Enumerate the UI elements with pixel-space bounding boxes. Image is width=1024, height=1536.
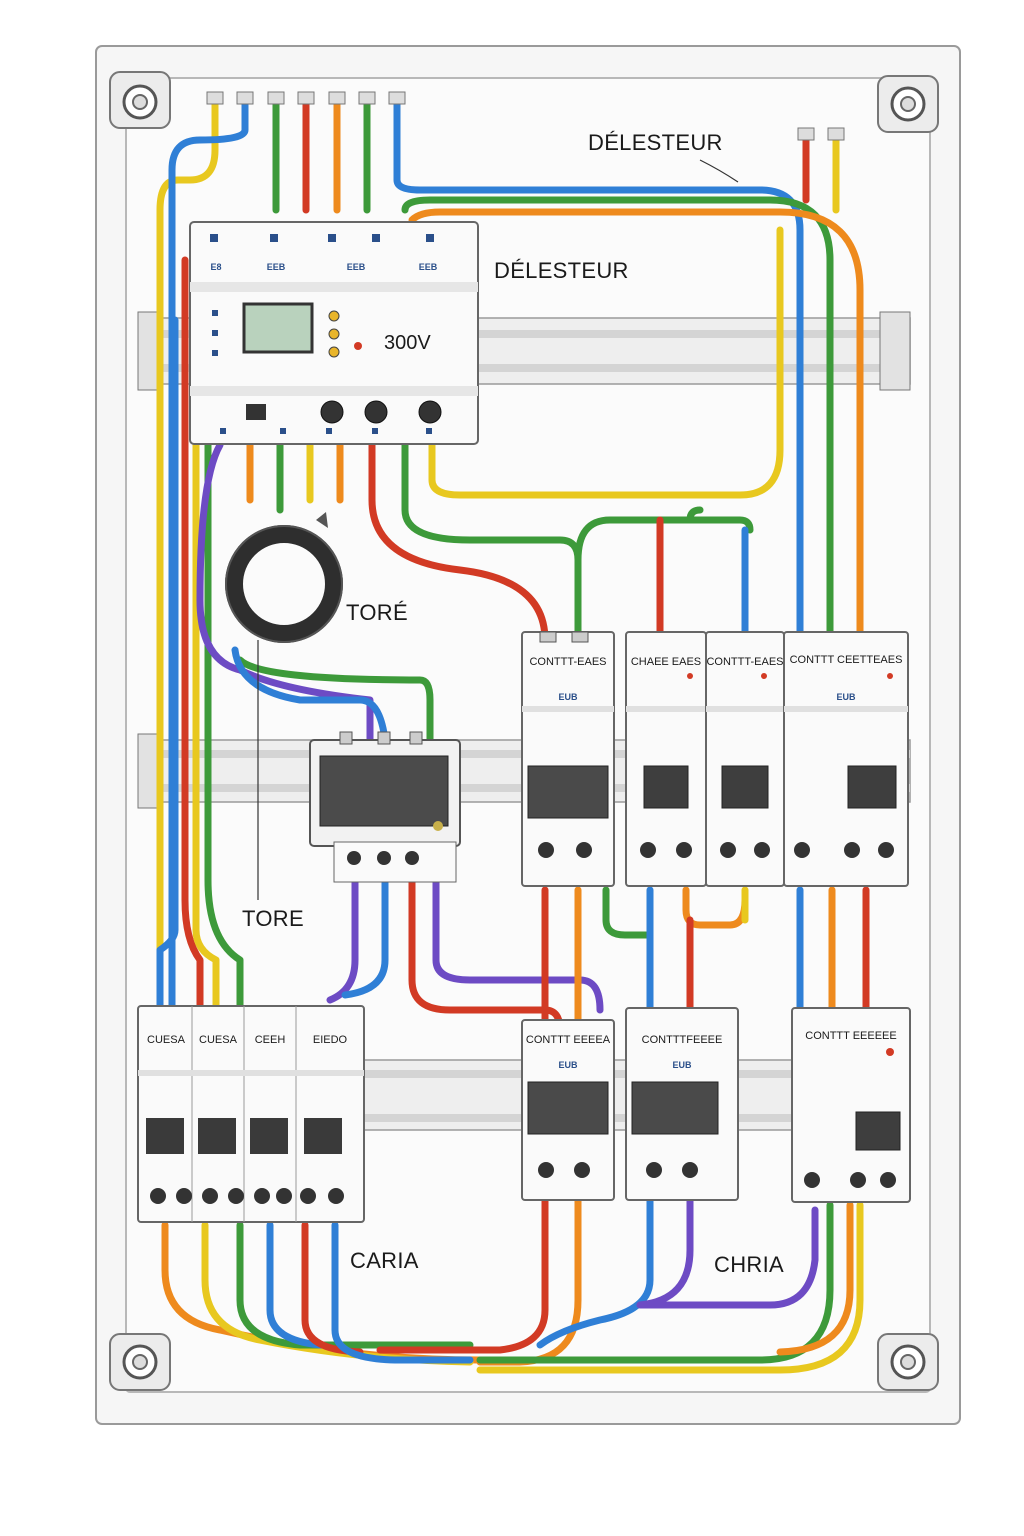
lower-breaker-2-label: CUESA (199, 1034, 237, 1046)
lower-module-2-sub: EUB (672, 1060, 692, 1070)
lower-module-2 (625, 1007, 739, 1201)
upper-modules-row (521, 631, 909, 887)
label-delesteur-top: DÉLESTEUR (588, 130, 723, 155)
corner-mount-bottom-left (109, 1333, 171, 1391)
lower-module-3-label: CONTTT EEEEEE (805, 1030, 897, 1042)
wire-red-to-upper-module-1 (368, 441, 549, 644)
upper-module-1-sub: EUB (558, 692, 578, 702)
lower-breaker-1-label: CUESA (147, 1034, 185, 1046)
button-knob (320, 400, 344, 424)
lower-module-3 (791, 1007, 911, 1203)
alarm-led (354, 342, 362, 350)
lcd-display (242, 302, 314, 354)
label-tore-main: TORÉ (346, 600, 408, 625)
label-caria-left: CARIA (350, 1248, 419, 1273)
label-delesteur-side: DÉLESTEUR (494, 258, 629, 283)
upper-module-1 (521, 631, 615, 887)
load-shedder-module (189, 221, 479, 445)
incoming-terminals (206, 91, 845, 141)
main-module-label-3: EEB (346, 262, 366, 272)
upper-module-4-label: CONTTT CEETTEAES (789, 654, 903, 666)
label-tore-lower: TORE (242, 906, 304, 931)
label-caria-right: CHRIA (714, 1252, 784, 1277)
upper-module-1-label: CONTTT-EAES (529, 656, 607, 668)
lower-module-1-sub: EUB (558, 1060, 578, 1070)
wire-blue-left-trunk (168, 94, 249, 1214)
corner-mount-bottom-right (877, 1333, 939, 1391)
main-module-label-2: EEB (266, 262, 286, 272)
upper-module-2 (625, 631, 707, 887)
wire-yellow-left-trunk (156, 94, 219, 1204)
upper-module-3 (705, 631, 785, 887)
indicator-led (328, 310, 340, 322)
torus-current-sensor (225, 512, 343, 900)
main-module-label-1: E8 (210, 262, 222, 272)
label-voltage: 300V (384, 332, 431, 354)
upper-module-4-sub: EUB (836, 692, 856, 702)
lower-module-2-label: CONTTTFEEEE (641, 1034, 723, 1046)
wiring (156, 94, 870, 1374)
lower-modules-row (521, 1007, 911, 1203)
corner-mount-top-left (109, 71, 171, 129)
wire-red-left-trunk (181, 256, 204, 1014)
lower-left-breaker-bank (137, 1005, 365, 1223)
upper-module-4 (783, 631, 909, 887)
lower-module-1 (521, 1019, 615, 1201)
middle-contactor (309, 731, 461, 883)
lower-module-1-label: CONTTT EEEEA (525, 1034, 611, 1046)
lower-breaker-3-label: CEEH (254, 1034, 286, 1046)
main-module-label-4: EEB (418, 262, 438, 272)
corner-mount-top-right (877, 75, 939, 133)
upper-module-3-label: CONTTT-EAES (706, 656, 784, 668)
lower-breaker-4-label: EIEDO (312, 1034, 348, 1046)
upper-module-2-label: CHAEE EAES (630, 656, 702, 668)
